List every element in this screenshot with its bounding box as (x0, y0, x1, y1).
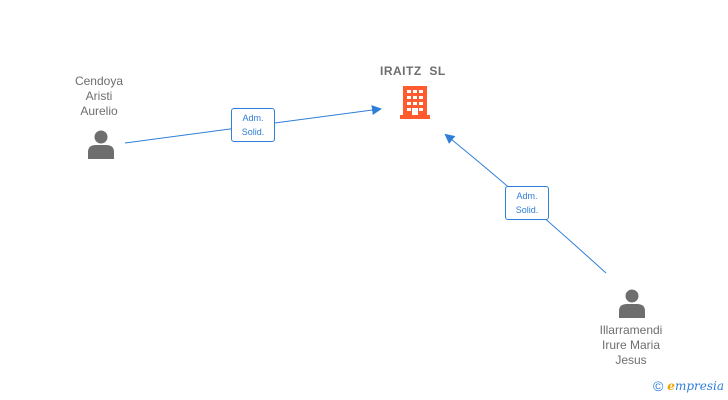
empresia-logo: © empresia (653, 378, 724, 394)
brand-name: empresia (667, 379, 724, 393)
person-name-line: Illarramendi (599, 323, 663, 337)
company-name[interactable]: IRAITZ SL (380, 64, 446, 78)
building-icon[interactable] (400, 86, 430, 119)
person-name-line: Cendoya (74, 74, 124, 88)
person-name[interactable]: Illarramendi Irure Maria Jesus (586, 323, 676, 368)
person-name[interactable]: Cendoya Aristi Aurelio (58, 74, 140, 119)
person-name-line: Aurelio (80, 104, 118, 118)
copyright-icon: © (652, 378, 664, 394)
person-name-line: Irure Maria (601, 338, 660, 352)
relation-label: Adm. Solid. (505, 186, 549, 220)
person-name-line: Jesus (615, 353, 647, 367)
relation-label-line: Solid. (515, 205, 539, 215)
relation-label-line: Solid. (241, 127, 265, 137)
relation-label: Adm. Solid. (231, 108, 275, 142)
person-icon[interactable] (619, 289, 645, 319)
person-icon[interactable] (88, 130, 114, 160)
person-name-line: Aristi (85, 89, 113, 103)
relation-label-line: Adm. (516, 191, 538, 201)
relation-label-line: Adm. (242, 113, 264, 123)
